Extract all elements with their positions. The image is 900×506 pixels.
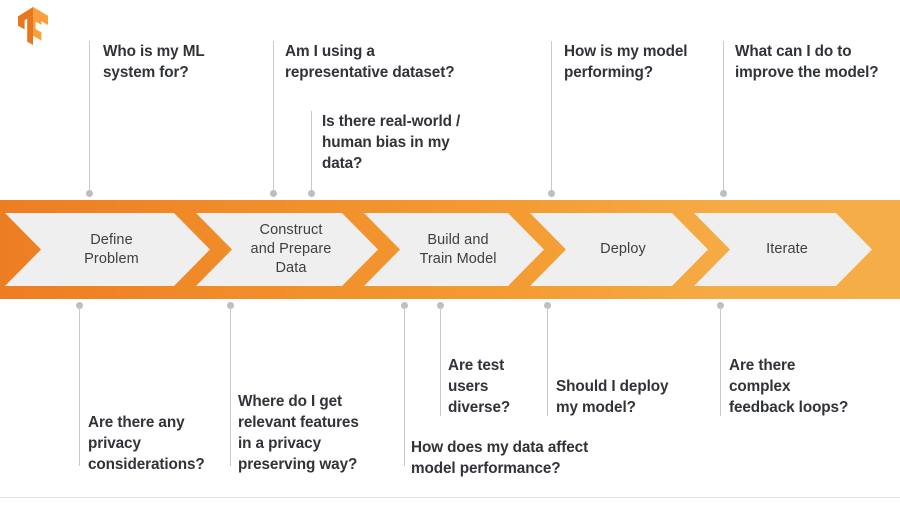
connector-dot-bottom-2: [227, 302, 234, 309]
pipeline-step-label: Build and Train Model: [419, 231, 497, 267]
connector-line-top-4: [551, 41, 552, 193]
connector-dot-bottom-1: [76, 302, 83, 309]
pipeline-step-deploy[interactable]: Deploy: [530, 213, 708, 286]
connector-line-top-5: [723, 41, 724, 193]
pipeline-step-label: Construct and Prepare Data: [250, 222, 332, 276]
pipeline-step-construct-and-prepare-data[interactable]: Construct and Prepare Data: [196, 213, 378, 286]
callout-who-is-my-ml-system-for: Who is my ML system for?: [103, 43, 205, 81]
pipeline-step-build-and-train-model[interactable]: Build and Train Model: [364, 213, 544, 286]
connector-line-bottom-4: [440, 306, 441, 416]
callout-am-i-using-a-representative-dataset: Am I using a representative dataset?: [285, 43, 455, 81]
connector-line-bottom-3: [404, 306, 405, 466]
connector-dot-bottom-3: [401, 302, 408, 309]
connector-line-bottom-6: [720, 306, 721, 416]
connector-line-top-1: [89, 41, 90, 193]
callout-what-can-i-do-to-improve-the-model: What can I do to improve the model?: [735, 43, 879, 81]
connector-dot-top-5: [720, 190, 727, 197]
tensorflow-logo: [16, 7, 50, 46]
connector-dot-top-3: [308, 190, 315, 197]
callout-are-there-complex-feedback-loops: Are there complex feedback loops?: [729, 357, 849, 416]
connector-dot-bottom-5: [544, 302, 551, 309]
connector-line-bottom-5: [547, 306, 548, 416]
connector-line-bottom-2: [230, 306, 231, 466]
connector-dot-top-4: [548, 190, 555, 197]
connector-line-bottom-1: [79, 306, 80, 466]
pipeline-step-define-problem[interactable]: Define Problem: [5, 213, 210, 286]
footer-divider: [0, 497, 900, 498]
connector-dot-top-2: [270, 190, 277, 197]
pipeline-step-label: Define Problem: [84, 231, 139, 267]
connector-dot-bottom-6: [717, 302, 724, 309]
pipeline-step-iterate[interactable]: Iterate: [694, 213, 872, 286]
callout-where-do-i-get-relevant-features-in-a-privacy-preserving-way: Where do I get relevant features in a pr…: [238, 393, 359, 473]
pipeline-band: Define Problem Construct and Prepare Dat…: [0, 200, 900, 299]
callout-how-is-my-model-performing: How is my model performing?: [564, 43, 688, 81]
connector-line-top-3: [311, 111, 312, 193]
callout-are-there-any-privacy-considerations: Are there any privacy considerations?: [88, 414, 205, 473]
callout-are-test-users-diverse: Are test users diverse?: [448, 357, 511, 416]
callout-is-there-real-world-human-bias-in-my-data: Is there real-world / human bias in my d…: [322, 113, 461, 172]
pipeline-step-label: Iterate: [766, 241, 808, 257]
callout-how-does-my-data-affect-model-performance: How does my data affect model performanc…: [411, 439, 589, 477]
connector-dot-bottom-4: [437, 302, 444, 309]
connector-dot-top-1: [86, 190, 93, 197]
pipeline-step-label: Deploy: [600, 241, 646, 257]
callout-should-i-deploy-my-model: Should I deploy my model?: [556, 378, 669, 416]
connector-line-top-2: [273, 41, 274, 193]
